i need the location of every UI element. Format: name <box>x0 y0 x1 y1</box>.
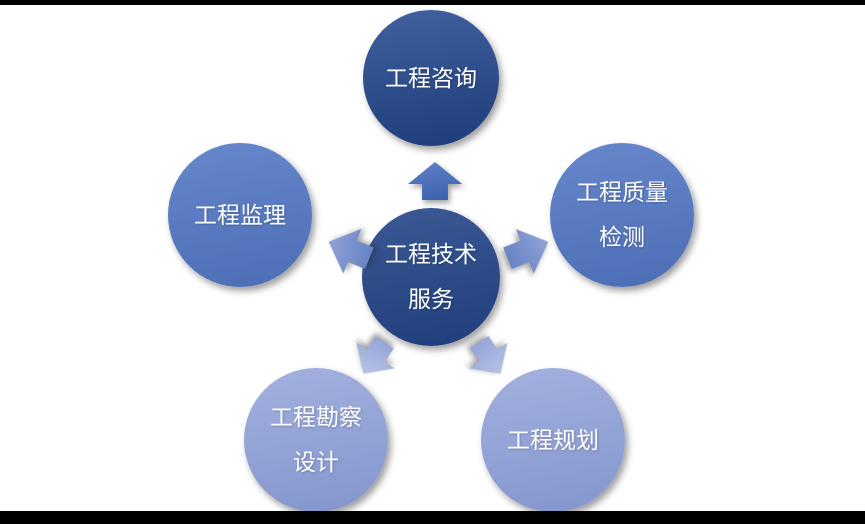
node-label-line: 工程勘察 <box>270 404 362 430</box>
node-engineering-supervision: 工程监理 <box>168 143 312 287</box>
upper-right-arrow-icon <box>499 220 558 281</box>
upper-right-arrow-shape <box>499 220 558 281</box>
node-center-technical-services: 工程技术 服务 <box>362 208 500 346</box>
node-label-line: 工程咨询 <box>385 64 477 91</box>
node-label-line: 工程监理 <box>194 201 286 228</box>
up-arrow-shape <box>408 162 462 200</box>
node-label-line: 检测 <box>599 224 645 250</box>
node-engineering-consulting: 工程咨询 <box>363 10 499 146</box>
node-quality-testing: 工程质量 检测 <box>550 143 694 287</box>
node-survey-design: 工程勘察 设计 <box>244 368 388 512</box>
node-label-line: 服务 <box>408 286 454 312</box>
letterbox-bottom-bar <box>0 511 865 524</box>
lower-right-arrow-shape <box>460 329 519 386</box>
lower-right-arrow-icon <box>460 329 519 386</box>
up-arrow-icon <box>408 162 462 200</box>
node-label-line: 设计 <box>293 449 339 475</box>
node-label-line: 工程规划 <box>507 426 599 453</box>
node-engineering-planning: 工程规划 <box>481 368 625 512</box>
letterbox-top-bar <box>0 0 865 5</box>
node-label-line: 工程质量 <box>576 179 668 205</box>
node-label-line: 工程技术 <box>385 241 477 267</box>
